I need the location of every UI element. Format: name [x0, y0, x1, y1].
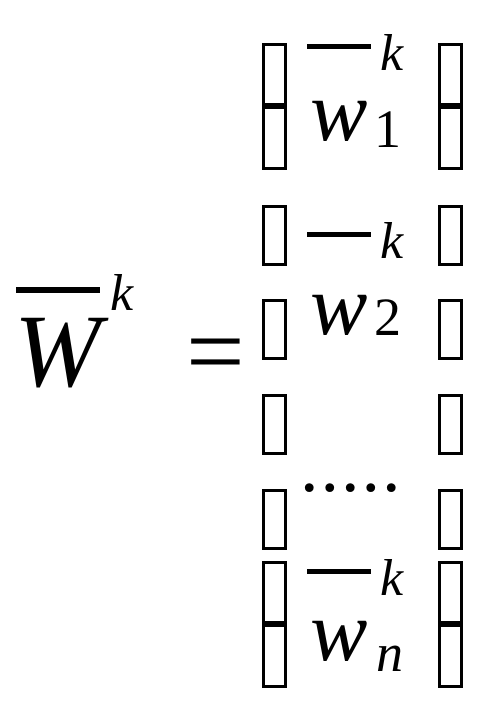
right-bracket-piece [438, 299, 463, 360]
entry-1-subscript: 1 [374, 99, 401, 159]
entry-1-overline [307, 44, 371, 49]
right-bracket-piece [438, 106, 463, 170]
left-bracket-piece [262, 489, 287, 550]
right-bracket-piece [438, 394, 463, 455]
lhs-superscript: k [110, 265, 134, 322]
lhs-overline [16, 287, 100, 293]
entry-2-subscript: 2 [374, 287, 401, 347]
entry-2-symbol: w [310, 257, 368, 353]
entry-1-symbol: w [310, 63, 368, 159]
entry-2-superscript: k [380, 213, 404, 270]
entry-2-overline [307, 232, 371, 237]
entry-n-symbol: w [310, 583, 368, 679]
equals-sign: = [186, 294, 245, 409]
left-bracket-piece [262, 299, 287, 360]
entry-1-superscript: k [380, 25, 404, 82]
left-bracket-piece [262, 106, 287, 170]
right-bracket-piece [438, 624, 463, 688]
right-bracket-piece [438, 43, 463, 106]
right-bracket-piece [438, 205, 463, 266]
right-bracket-piece [438, 489, 463, 550]
entry-n-subscript: n [376, 623, 403, 683]
left-bracket-piece [262, 205, 287, 266]
right-bracket-piece [438, 561, 463, 624]
entry-ellipsis: ..... [300, 426, 403, 508]
lhs-symbol: W [14, 294, 101, 409]
left-bracket-piece [262, 561, 287, 624]
left-bracket-piece [262, 624, 287, 688]
left-bracket-piece [262, 394, 287, 455]
entry-n-overline [307, 569, 371, 574]
entry-n-superscript: k [380, 550, 404, 607]
left-bracket-piece [262, 43, 287, 106]
